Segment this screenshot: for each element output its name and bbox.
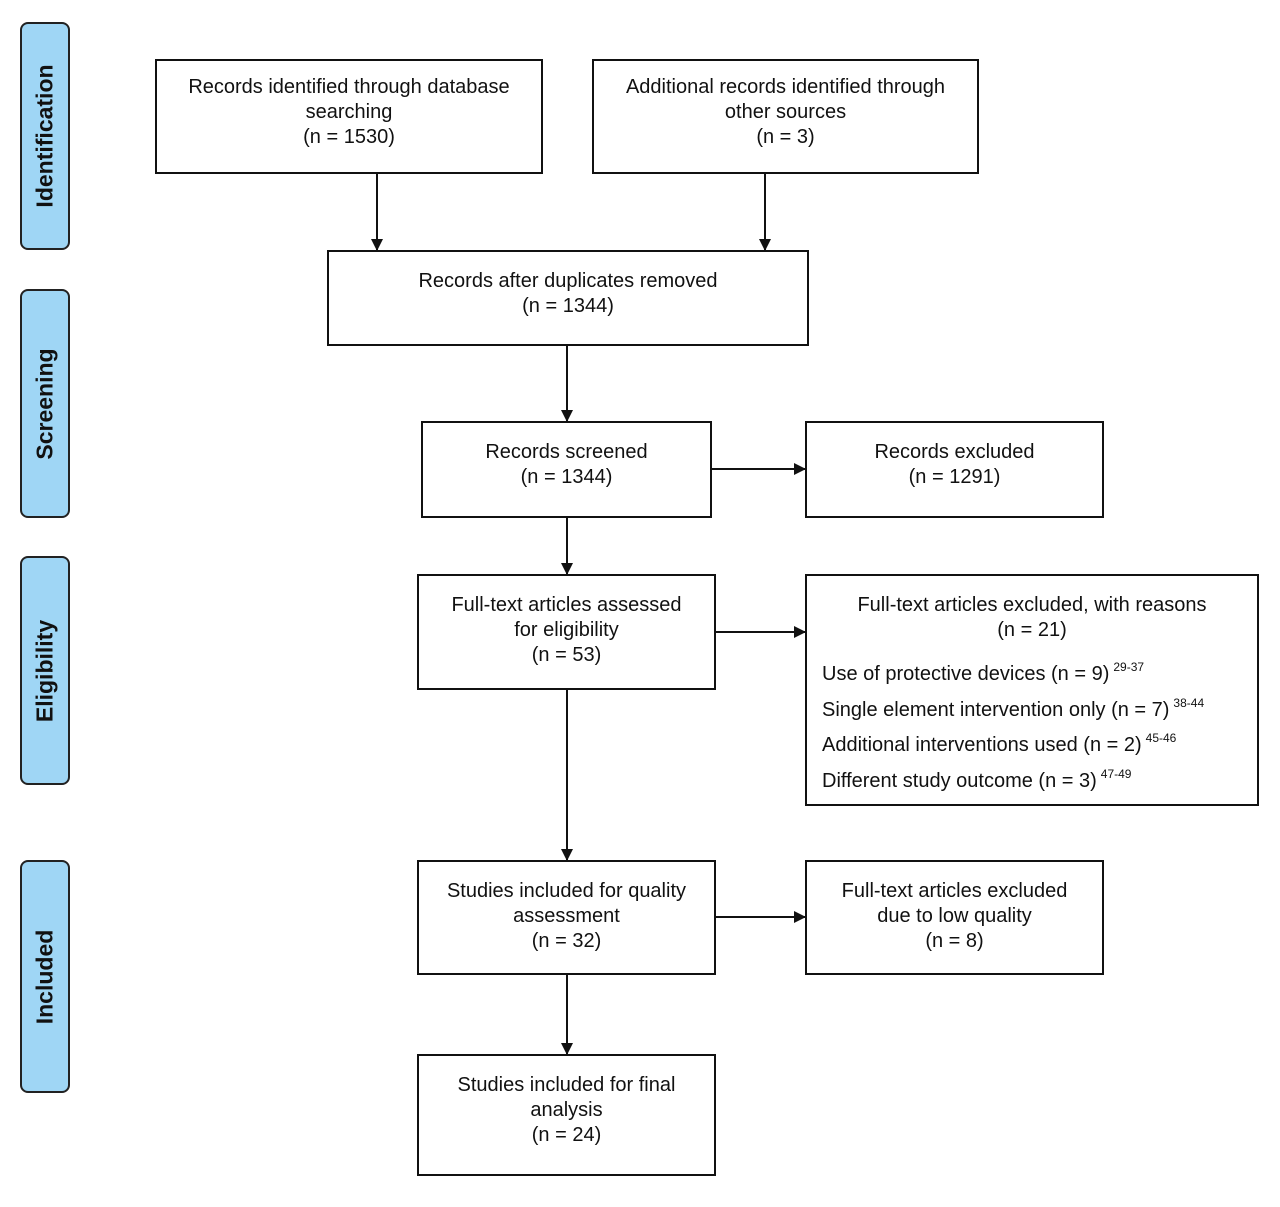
- box-final-line1: Studies included for final: [457, 1074, 676, 1096]
- box-excluded-line1: Records excluded: [874, 441, 1035, 463]
- exclusion-reasons-list: Use of protective devices (n = 9)29-37 S…: [807, 653, 1257, 795]
- box-other-line2: other sources: [724, 101, 847, 123]
- box-database-line1: Records identified through database: [188, 76, 510, 98]
- box-fulltext-excluded-count: (n = 21): [997, 619, 1067, 641]
- box-quality-line2: assessment: [513, 905, 620, 927]
- stage-identification: Identification: [20, 22, 70, 250]
- box-records-screened: Records screened (n = 1344): [421, 421, 712, 518]
- box-fulltext-excluded: Full-text articles excluded, with reason…: [805, 574, 1259, 806]
- box-final-count: (n = 24): [531, 1124, 602, 1146]
- box-fulltext-excluded-line1: Full-text articles excluded, with reason…: [857, 594, 1207, 616]
- box-low-quality-line2: due to low quality: [877, 905, 1032, 927]
- box-other-sources: Additional records identified through ot…: [592, 59, 979, 174]
- box-database-count: (n = 1530): [303, 126, 395, 148]
- box-database-line2: searching: [305, 101, 393, 123]
- box-duplicates-removed: Records after duplicates removed (n = 13…: [327, 250, 809, 346]
- box-excluded-count: (n = 1291): [908, 466, 1001, 488]
- box-duplicates-line1: Records after duplicates removed: [418, 270, 718, 292]
- stage-eligibility: Eligibility: [20, 556, 70, 785]
- box-final-analysis: Studies included for final analysis (n =…: [417, 1054, 716, 1176]
- box-records-excluded: Records excluded (n = 1291): [805, 421, 1104, 518]
- reference-superscript: 45-46: [1145, 731, 1177, 745]
- box-quality-assessment: Studies included for quality assessment …: [417, 860, 716, 975]
- box-quality-count: (n = 32): [531, 930, 602, 952]
- box-screened-line1: Records screened: [485, 441, 648, 463]
- stage-included: Included: [20, 860, 70, 1093]
- stage-screening: Screening: [20, 289, 70, 518]
- box-other-line1: Additional records identified through: [625, 76, 946, 98]
- box-low-quality-count: (n = 8): [925, 930, 984, 952]
- box-fulltext-assessed: Full-text articles assessed for eligibil…: [417, 574, 716, 690]
- exclusion-reason: Single element intervention only (n = 7)…: [822, 695, 1205, 721]
- box-low-quality-excluded: Full-text articles excluded due to low q…: [805, 860, 1104, 975]
- reference-superscript: 38-44: [1173, 695, 1205, 710]
- exclusion-reason: Additional interventions used (n = 2)45-…: [822, 731, 1177, 756]
- box-fulltext-count: (n = 53): [531, 644, 602, 666]
- box-database-records: Records identified through database sear…: [155, 59, 543, 174]
- box-other-count: (n = 3): [756, 126, 815, 148]
- box-fulltext-line1: Full-text articles assessed: [451, 594, 682, 616]
- reference-superscript: 29-37: [1113, 660, 1145, 674]
- exclusion-reason: Use of protective devices (n = 9)29-37: [822, 660, 1145, 685]
- reference-superscript: 47-49: [1100, 766, 1132, 781]
- box-final-line2: analysis: [530, 1099, 603, 1121]
- exclusion-reason: Different study outcome (n = 3)47-49: [822, 766, 1132, 792]
- box-screened-count: (n = 1344): [520, 466, 613, 488]
- box-fulltext-line2: for eligibility: [514, 619, 619, 641]
- box-duplicates-count: (n = 1344): [522, 295, 614, 317]
- box-low-quality-line1: Full-text articles excluded: [841, 880, 1068, 902]
- box-quality-line1: Studies included for quality: [446, 880, 687, 902]
